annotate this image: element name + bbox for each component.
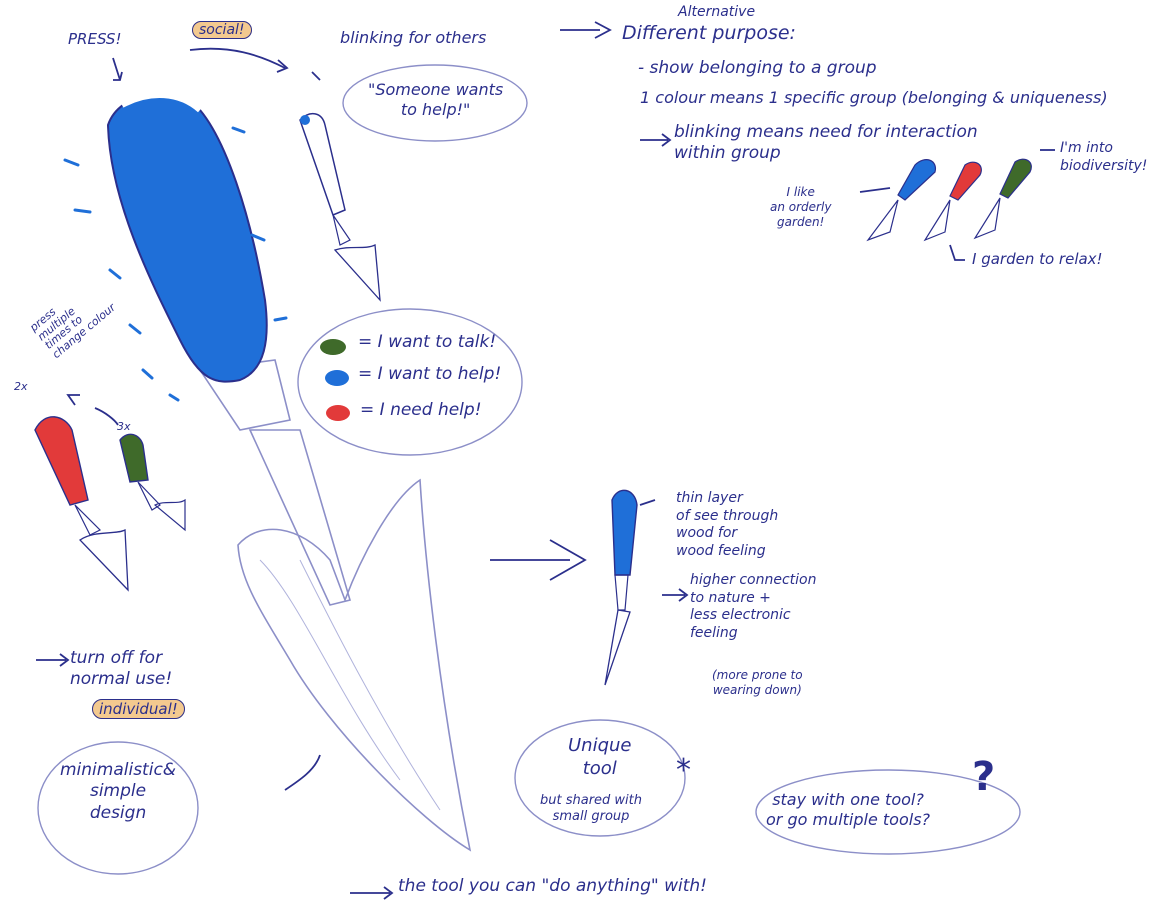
blue-blob <box>325 370 349 386</box>
question-mark: ? <box>972 752 995 802</box>
red-blob <box>326 405 350 421</box>
tool-anything-note: the tool you can "do anything" with! <box>398 876 707 897</box>
alternative-note: Alternative <box>678 4 755 22</box>
turn-off-note: turn off for normal use! <box>70 648 172 691</box>
higher-connection-note: higher connection to nature + less elect… <box>690 572 816 642</box>
small-trowel-blinking <box>300 114 380 300</box>
garden-to-relax-note: I garden to relax! <box>972 250 1103 269</box>
orderly-garden-note: I like an orderly garden! <box>770 185 831 230</box>
legend-talk: = I want to talk! <box>358 332 496 353</box>
social-label: social! <box>192 22 252 40</box>
one-colour-note: 1 colour means 1 specific group (belongi… <box>640 88 1108 108</box>
three-x-label: 3x <box>117 420 131 434</box>
different-purpose-heading: Different purpose: <box>622 22 796 46</box>
thin-layer-note: thin layer of see through wood for wood … <box>676 490 778 560</box>
three-colour-trowels <box>868 159 1031 240</box>
individual-label: individual! <box>92 700 185 719</box>
show-belonging-note: - show belonging to a group <box>638 58 877 79</box>
asterisk-mark: * <box>676 752 691 790</box>
individual-highlight: individual! <box>92 699 185 719</box>
biodiversity-note: I'm into biodiversity! <box>1060 140 1147 175</box>
but-shared-note: but shared with small group <box>540 793 642 826</box>
small-blue-trowel <box>605 490 637 685</box>
green-blob <box>320 339 346 355</box>
legend-need-help: = I need help! <box>360 400 482 421</box>
minimalistic-note: minimalistic& simple design <box>60 760 176 824</box>
two-x-label: 2x <box>14 380 28 394</box>
legend-help: = I want to help! <box>358 364 501 385</box>
red-green-trowels <box>35 417 185 590</box>
blinking-means-note: blinking means need for interaction with… <box>674 122 978 165</box>
unique-tool-note: Unique tool <box>568 735 632 780</box>
main-trowel <box>108 94 470 850</box>
stay-with-one-tool-note: stay with one tool? or go multiple tools… <box>766 790 930 830</box>
someone-wants-to-help-note: "Someone wants to help!" <box>368 80 503 120</box>
social-highlight: social! <box>192 21 252 39</box>
press-note: PRESS! <box>68 30 121 49</box>
blinking-for-others-note: blinking for others <box>340 28 486 48</box>
more-prone-note: (more prone to wearing down) <box>712 668 803 698</box>
